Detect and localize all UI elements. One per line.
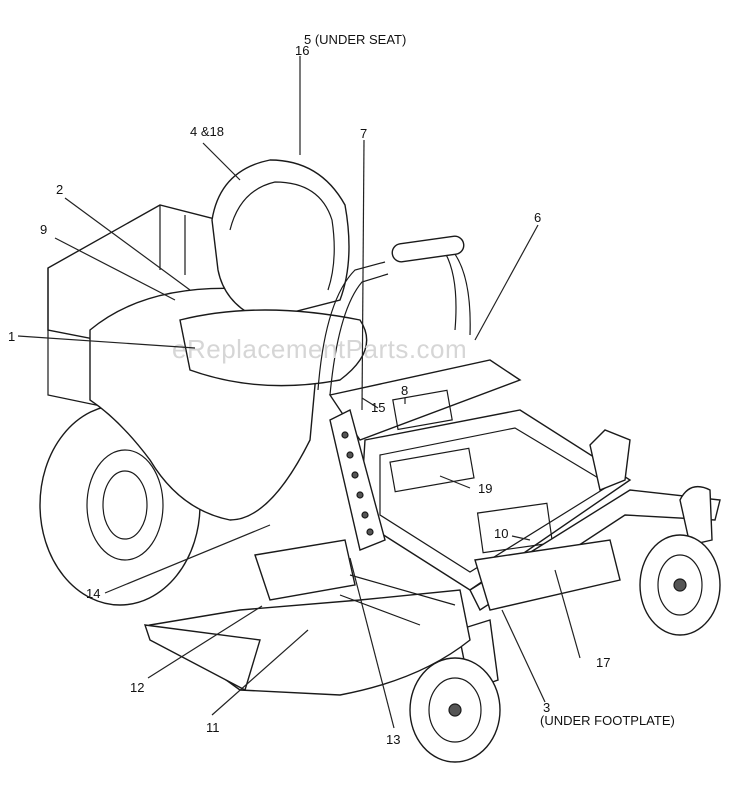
leader-14	[104, 524, 271, 594]
callout-16: 16	[295, 43, 309, 58]
left-caster-hub	[448, 703, 462, 717]
leader-19	[439, 475, 471, 489]
leader-12	[147, 605, 263, 679]
leader-11	[211, 629, 309, 716]
callout-3-note: (UNDER FOOTPLATE)	[540, 713, 675, 728]
leader-17	[554, 569, 581, 659]
callout-1: 1	[8, 329, 15, 344]
foot-pedal	[589, 429, 631, 491]
leader-13	[349, 557, 395, 729]
leader-6	[474, 224, 539, 341]
leader-1	[17, 335, 196, 349]
callout-6: 6	[534, 210, 541, 225]
decal-10	[476, 502, 554, 554]
leader-4-18	[202, 142, 241, 181]
callout-19: 19	[478, 481, 492, 496]
control-lever-grip	[391, 235, 465, 263]
seat-back-stitch	[229, 181, 335, 291]
seat-back	[211, 159, 350, 321]
side-rail	[329, 408, 386, 551]
side-rail-holes	[341, 431, 374, 536]
leader-15	[361, 397, 379, 409]
left-control-lever	[317, 261, 386, 391]
callout-5: 5 (UNDER SEAT)	[304, 32, 406, 47]
mower-drawing	[39, 159, 721, 763]
callout-9: 9	[40, 222, 47, 237]
footplate-inner	[379, 427, 612, 573]
right-control-lever-inner	[451, 249, 471, 336]
callout-10: 10	[494, 526, 508, 541]
right-caster-fork	[679, 486, 713, 546]
discharge-chute	[143, 624, 261, 692]
leader-7	[361, 139, 365, 411]
right-caster-hub	[673, 578, 687, 592]
leader-9	[54, 237, 176, 301]
leader-lines	[17, 56, 581, 729]
deck-belt-cover	[254, 539, 356, 601]
callout-13: 13	[386, 732, 400, 747]
rear-hub	[102, 470, 148, 540]
deck-rails	[339, 574, 456, 626]
leader-2	[64, 197, 191, 291]
callout-15: 15	[371, 400, 385, 415]
right-caster-rim	[657, 554, 703, 616]
leader-3	[501, 609, 546, 703]
callout-17: 17	[596, 655, 610, 670]
rear-rim	[86, 449, 164, 561]
leader-10	[511, 535, 531, 541]
callout-2: 2	[56, 182, 63, 197]
decal-19	[389, 447, 475, 493]
watermark: eReplacementParts.com	[172, 334, 467, 364]
callout-14: 14	[86, 586, 100, 601]
front-frame-rail	[474, 539, 621, 611]
left-control-lever-inner	[329, 273, 389, 396]
callout-labels: 5 (UNDER SEAT) 16 4 &18 7 2 9 6 1 8 15 1…	[8, 32, 675, 747]
decal-8	[392, 389, 453, 431]
callout-3: 3	[543, 700, 550, 715]
callout-12: 12	[130, 680, 144, 695]
left-caster-rim	[428, 677, 482, 743]
callout-7: 7	[360, 126, 367, 141]
callout-8: 8	[401, 383, 408, 398]
callout-4-18: 4 &18	[190, 124, 224, 139]
callout-11: 11	[206, 720, 220, 735]
